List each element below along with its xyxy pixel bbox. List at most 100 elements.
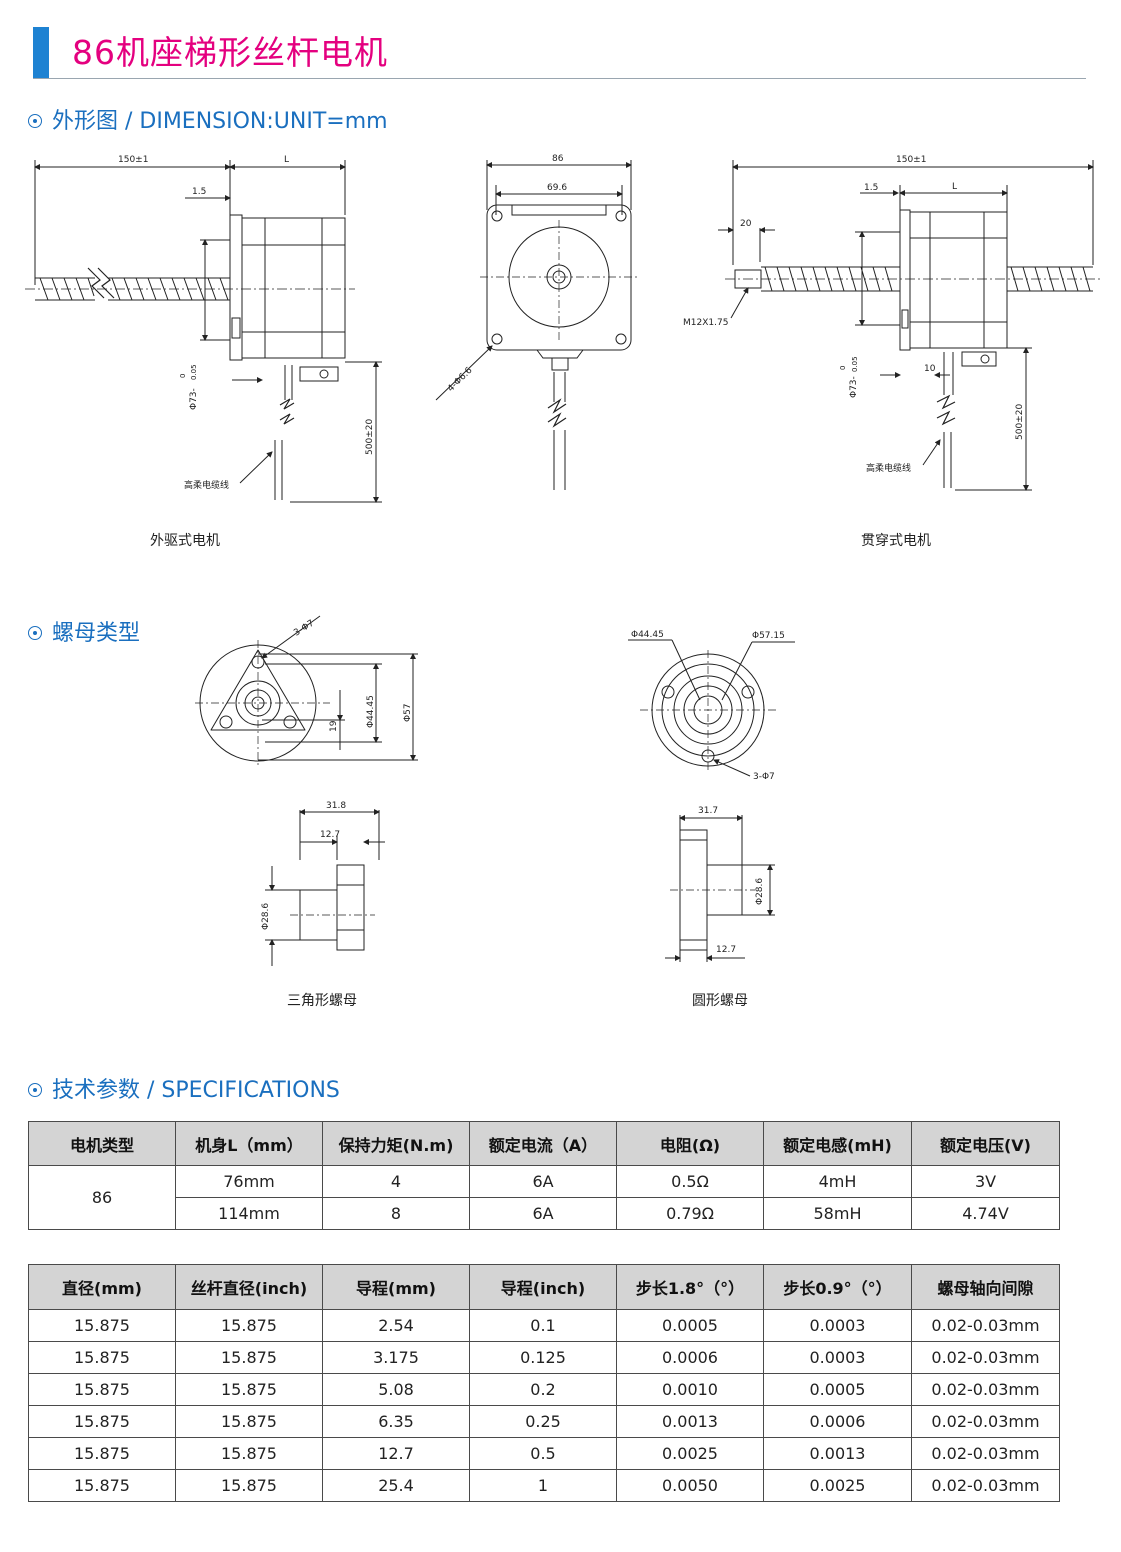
table-cell: 76mm (175, 1165, 323, 1198)
dim-cable-gap: 10 (924, 364, 936, 374)
table-cell: 0.0005 (763, 1373, 912, 1406)
table-cell: 15.875 (175, 1469, 323, 1502)
table-cell: 58mH (763, 1197, 912, 1230)
dim-boss: Φ73- (189, 388, 199, 410)
table-cell: 15.875 (28, 1405, 176, 1438)
caption-external-motor: 外驱式电机 (150, 533, 220, 549)
table-row: 15.875 15.875 6.35 0.25 0.0013 0.0006 0.… (28, 1405, 1060, 1438)
table-cell: 15.875 (28, 1373, 176, 1406)
table-cell: 25.4 (322, 1469, 470, 1502)
page-title: 86机座梯形丝杆电机 (72, 33, 388, 72)
target-bullet-icon (28, 114, 42, 128)
table-cell: 0.0006 (763, 1405, 912, 1438)
table-row: 86 76mm 4 6A 0.5Ω 4mH 3V (28, 1165, 1060, 1230)
target-bullet-icon (28, 626, 42, 640)
front-view-drawing: 86 69.6 4-Φ6.6 (435, 154, 640, 490)
table-header-cell: 丝杆直径(inch) (175, 1264, 323, 1310)
table-row: 15.875 15.875 12.7 0.5 0.0025 0.0013 0.0… (28, 1437, 1060, 1470)
table-cell: 0.0013 (616, 1405, 764, 1438)
table-header-cell: 导程(inch) (469, 1264, 617, 1310)
dim-flange: 12.7 (716, 945, 736, 955)
table-cell: 0.0006 (616, 1341, 764, 1374)
dim-cable-length: 500±20 (1015, 404, 1025, 440)
cable-label: 高柔电缆线 (184, 479, 229, 491)
dim-57: Φ57.15 (752, 631, 785, 641)
dim-holes: 3-Φ7 (753, 772, 775, 782)
dim-total-length: 150±1 (896, 155, 926, 165)
section-dimension: 外形图 / DIMENSION:UNIT=mm (28, 107, 388, 137)
section-nut-types: 螺母类型 (28, 619, 140, 649)
table-cell: 4mH (763, 1165, 912, 1198)
table-cell: 5.08 (322, 1373, 470, 1406)
table-cell: 0.25 (469, 1405, 617, 1438)
table-cell: 0.2 (469, 1373, 617, 1406)
dim-boss: Φ73- (849, 376, 859, 398)
dim-holes: 3-Φ7 (292, 619, 316, 639)
table-header-cell: 机身L（mm） (175, 1121, 323, 1166)
table-cell: 0.0010 (616, 1373, 764, 1406)
title-accent-bar (33, 27, 49, 78)
dim-body-length: L (284, 155, 289, 165)
dim-57: Φ57 (403, 703, 413, 722)
dim-length: 31.7 (698, 806, 718, 816)
table-row: 15.875 15.875 2.54 0.1 0.0005 0.0003 0.0… (28, 1309, 1060, 1342)
table-cell: 15.875 (175, 1341, 323, 1374)
table-cell: 114mm (175, 1197, 323, 1230)
table-cell: 0.5Ω (616, 1165, 764, 1198)
table-cell: 15.875 (175, 1405, 323, 1438)
table-cell: 0.0013 (763, 1437, 912, 1470)
table-header-cell: 保持力矩(N.m) (322, 1121, 470, 1166)
section-specifications-label: 技术参数 / SPECIFICATIONS (52, 1078, 340, 1103)
table-cell: 15.875 (28, 1309, 176, 1342)
tol-upper: 0 (839, 366, 847, 370)
table-row: 15.875 15.875 3.175 0.125 0.0006 0.0003 … (28, 1341, 1060, 1374)
through-motor-drawing: 150±1 L 1.5 20 M12X1.75 Φ73- 0 0.05 10 5… (683, 155, 1100, 491)
dim-cable-length: 500±20 (365, 419, 375, 455)
tol-lower: 0.05 (190, 364, 198, 380)
table-cell: 0.1 (469, 1309, 617, 1342)
table-cell: 0.0025 (763, 1469, 912, 1502)
round-nut-drawing: Φ44.45 Φ57.15 3-Φ7 31.7 Φ28.6 12.7 (628, 630, 795, 962)
table-cell: 0.02-0.03mm (911, 1469, 1060, 1502)
table-cell: 15.875 (28, 1341, 176, 1374)
table-cell: 0.125 (469, 1341, 617, 1374)
table-cell: 4 (322, 1165, 470, 1198)
table-cell: 15.875 (28, 1437, 176, 1470)
table-header-row: 直径(mm) 丝杆直径(inch) 导程(mm) 导程(inch) 步长1.8°… (28, 1264, 1060, 1310)
dim-mount-holes: 4-Φ6.6 (446, 365, 475, 394)
table-cell: 6A (469, 1197, 617, 1230)
table-header-cell: 导程(mm) (322, 1264, 470, 1310)
dim-44: Φ44.45 (631, 630, 664, 640)
table-header-cell: 额定电流（A） (469, 1121, 617, 1166)
table-header-row: 电机类型 机身L（mm） 保持力矩(N.m) 额定电流（A） 电阻(Ω) 额定电… (28, 1121, 1060, 1166)
table-cell: 15.875 (175, 1373, 323, 1406)
table-header-cell: 步长1.8°（°） (616, 1264, 764, 1310)
table-cell: 1 (469, 1469, 617, 1502)
table-cell: 0.02-0.03mm (911, 1405, 1060, 1438)
table-cell: 0.0003 (763, 1309, 912, 1342)
dim-flange: 1.5 (864, 183, 878, 193)
dim-44: Φ44.45 (366, 695, 376, 728)
table-cell: 8 (322, 1197, 470, 1230)
table-header-cell: 电机类型 (28, 1121, 176, 1166)
table-cell: 0.0050 (616, 1469, 764, 1502)
table-cell: 15.875 (28, 1469, 176, 1502)
dim-total-length: 150±1 (118, 155, 148, 165)
table-row: 15.875 15.875 5.08 0.2 0.0010 0.0005 0.0… (28, 1373, 1060, 1406)
table-row: 15.875 15.875 25.4 1 0.0050 0.0025 0.02-… (28, 1469, 1060, 1502)
motor-type-cell: 86 (28, 1165, 176, 1230)
table-cell: 3V (911, 1165, 1060, 1198)
table-cell: 4.74V (911, 1197, 1060, 1230)
dim-body-length: L (952, 182, 957, 192)
table-header-cell: 电阻(Ω) (616, 1121, 764, 1166)
dim-outer: 86 (552, 154, 564, 164)
dim-thread: M12X1.75 (683, 318, 728, 328)
tol-upper: 0 (179, 374, 187, 378)
table-cell: 0.5 (469, 1437, 617, 1470)
external-motor-drawing: 150±1 L 1.5 Φ73- 0 0.05 500±20 高柔电缆线 (25, 155, 382, 503)
dim-diameter: Φ28.6 (755, 878, 765, 905)
dim-length: 31.8 (326, 801, 346, 811)
section-nut-types-label: 螺母类型 (52, 621, 141, 646)
caption-triangle-nut: 三角形螺母 (287, 993, 357, 1009)
tol-lower: 0.05 (851, 356, 859, 372)
